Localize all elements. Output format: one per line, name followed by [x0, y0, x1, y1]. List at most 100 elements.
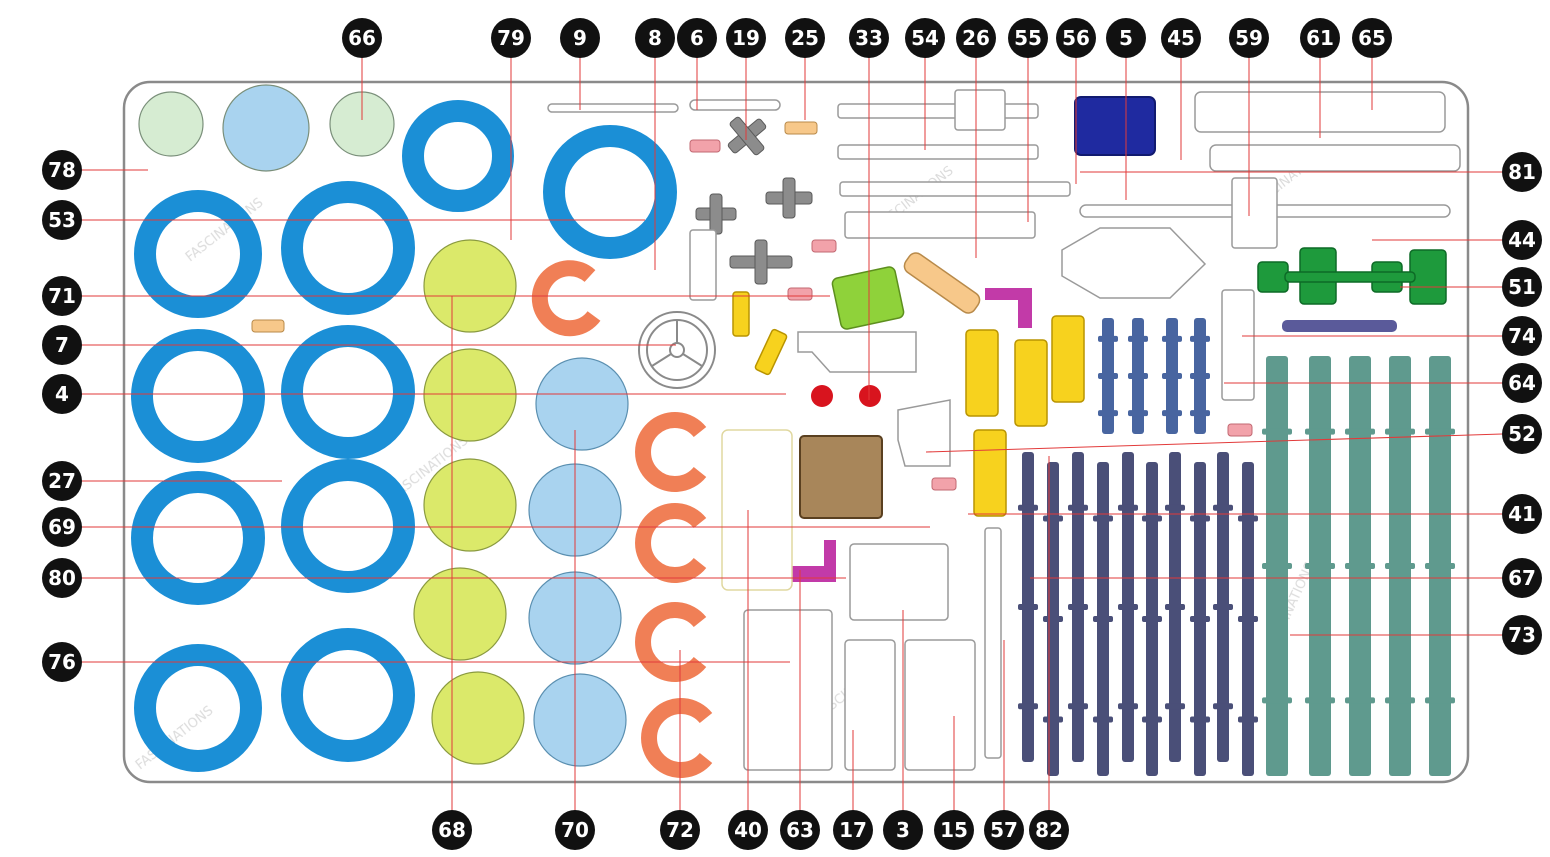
- callout-number: 52: [1508, 422, 1536, 446]
- callout-badge: 80: [42, 558, 82, 598]
- callout-number: 63: [786, 818, 814, 842]
- rod-notch: [1098, 336, 1118, 342]
- callout-badge: 51: [1502, 267, 1542, 307]
- rod-notch: [1068, 604, 1088, 610]
- rod-notch: [1093, 716, 1113, 722]
- rod-notch: [1043, 516, 1063, 522]
- callout-number: 73: [1508, 623, 1536, 647]
- callout-number: 45: [1167, 26, 1195, 50]
- callout-number: 56: [1062, 26, 1090, 50]
- green-disc: [424, 240, 516, 332]
- callout-badge: 65: [1352, 18, 1392, 58]
- callout-badge: 76: [42, 642, 82, 682]
- rod-notch: [1162, 373, 1182, 379]
- rod-notch: [1165, 505, 1185, 511]
- lightblue-disc: [223, 85, 309, 171]
- callout-number: 76: [48, 650, 76, 674]
- rod-notch: [1018, 505, 1038, 511]
- callout-number: 79: [497, 26, 525, 50]
- rod-notch: [1162, 410, 1182, 416]
- callout-number: 69: [48, 515, 76, 539]
- callout-badge: 15: [934, 810, 974, 850]
- callout-number: 54: [911, 26, 939, 50]
- rod-notch: [1262, 697, 1292, 703]
- callout-badge: 63: [780, 810, 820, 850]
- rod-notch: [1142, 516, 1162, 522]
- green-disc: [424, 349, 516, 441]
- callout-badge: 6: [677, 18, 717, 58]
- lightblue-disc: [534, 674, 626, 766]
- rod-notch: [1190, 516, 1210, 522]
- callout-badge: 52: [1502, 414, 1542, 454]
- callout-badge: 79: [491, 18, 531, 58]
- rod-notch: [1165, 604, 1185, 610]
- callout-badge: 64: [1502, 363, 1542, 403]
- callout-number: 70: [561, 818, 589, 842]
- callout-badge: 4: [42, 374, 82, 414]
- callout-number: 71: [48, 284, 76, 308]
- rod-notch: [1190, 716, 1210, 722]
- callout-number: 5: [1119, 26, 1133, 50]
- rod-notch: [1190, 336, 1210, 342]
- green-disc: [432, 672, 524, 764]
- rod-notch: [1262, 563, 1292, 569]
- callout-badge: 59: [1229, 18, 1269, 58]
- callout-number: 61: [1306, 26, 1334, 50]
- callout-badge: 74: [1502, 316, 1542, 356]
- rod-notch: [1128, 410, 1148, 416]
- callout-badge: 53: [42, 200, 82, 240]
- callout-badge: 40: [728, 810, 768, 850]
- rod-notch: [1305, 563, 1335, 569]
- callout-badge: 66: [342, 18, 382, 58]
- rod-notch: [1425, 697, 1455, 703]
- rod-notch: [1190, 616, 1210, 622]
- callout-number: 81: [1508, 160, 1536, 184]
- callout-badge: 56: [1056, 18, 1096, 58]
- callout-number: 66: [348, 26, 376, 50]
- callout-badge: 70: [555, 810, 595, 850]
- callout-number: 4: [55, 382, 69, 406]
- callout-number: 33: [855, 26, 883, 50]
- rod-notch: [1305, 429, 1335, 435]
- callout-badge: 44: [1502, 220, 1542, 260]
- callout-badge: 33: [849, 18, 889, 58]
- motor-part: [1075, 97, 1155, 155]
- callout-badge: 54: [905, 18, 945, 58]
- callout-number: 53: [48, 208, 76, 232]
- mint-disc: [139, 92, 203, 156]
- callout-badge: 67: [1502, 558, 1542, 598]
- callout-badge: 27: [42, 461, 82, 501]
- callout-badge: 57: [984, 810, 1024, 850]
- callout-number: 57: [990, 818, 1018, 842]
- callout-badge: 78: [42, 150, 82, 190]
- callout-badge: 82: [1029, 810, 1069, 850]
- rod-notch: [1345, 563, 1375, 569]
- rod-notch: [1128, 373, 1148, 379]
- callout-badge: 73: [1502, 615, 1542, 655]
- callout-badge: 45: [1161, 18, 1201, 58]
- rod-notch: [1385, 429, 1415, 435]
- callout-badge: 69: [42, 507, 82, 547]
- callout-number: 51: [1508, 275, 1536, 299]
- callout-badge: 25: [785, 18, 825, 58]
- callout-number: 67: [1508, 566, 1536, 590]
- rod-notch: [1098, 410, 1118, 416]
- rod-notch: [1213, 703, 1233, 709]
- rod-notch: [1213, 505, 1233, 511]
- rod-notch: [1262, 429, 1292, 435]
- callout-number: 7: [55, 333, 69, 357]
- callout-number: 3: [896, 818, 910, 842]
- callout-number: 6: [690, 26, 704, 50]
- rod-notch: [1018, 604, 1038, 610]
- callout-number: 68: [438, 818, 466, 842]
- callout-badge: 19: [726, 18, 766, 58]
- rod-notch: [1345, 429, 1375, 435]
- green-disc: [414, 568, 506, 660]
- rod-notch: [1142, 616, 1162, 622]
- callout-badge: 5: [1106, 18, 1146, 58]
- callout-number: 27: [48, 469, 76, 493]
- callout-number: 64: [1508, 371, 1536, 395]
- callout-number: 17: [839, 818, 867, 842]
- callout-badge: 3: [883, 810, 923, 850]
